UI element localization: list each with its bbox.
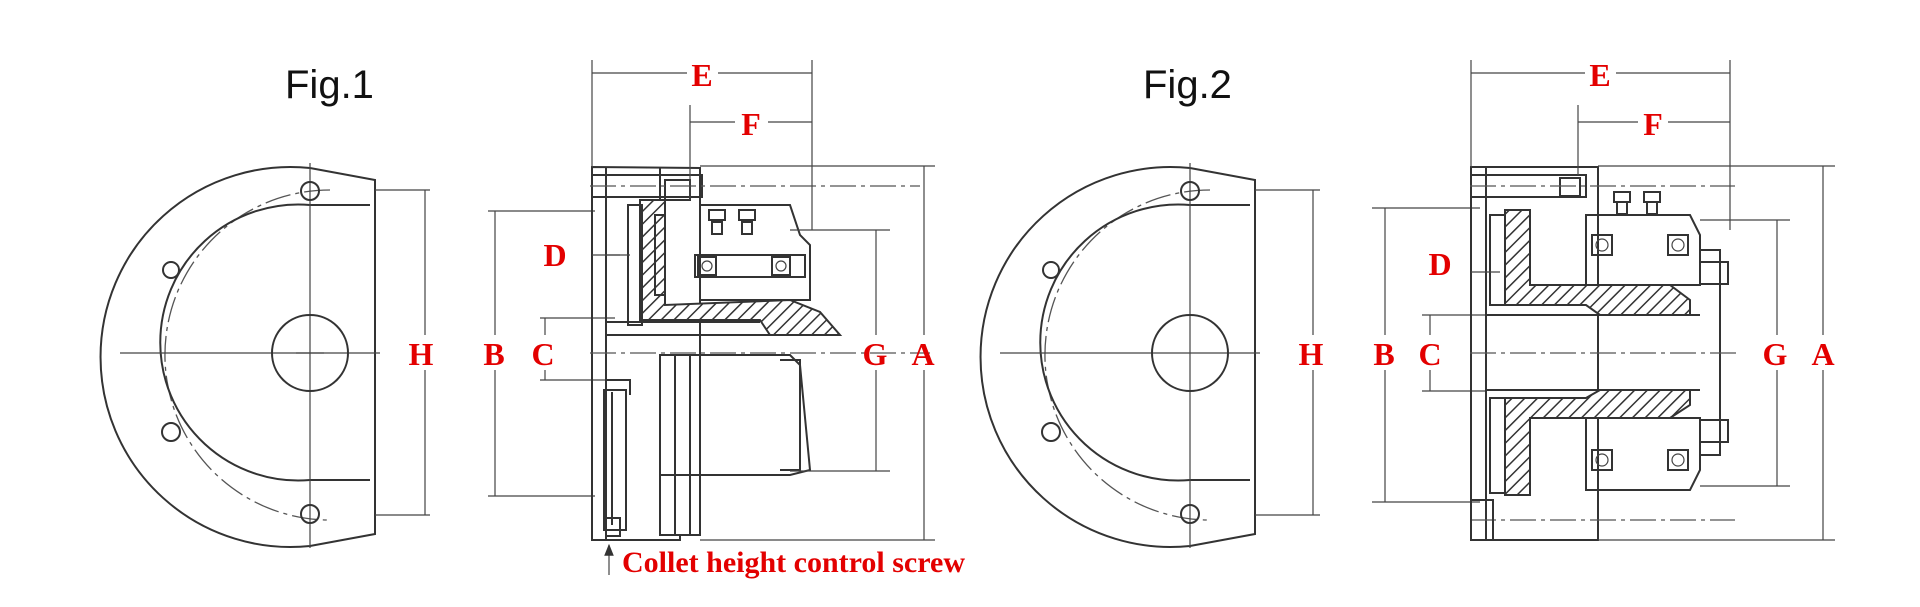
fig2-dim-E: E <box>1589 57 1610 93</box>
figure-2: Fig.2 H B C <box>979 57 1835 548</box>
fig2-dim-G: G <box>1763 336 1788 372</box>
figure-1-side-view <box>590 165 930 541</box>
fig1-dim-H: H <box>409 336 434 372</box>
fig2-dim-F: F <box>1643 106 1663 142</box>
fig1-dim-D: D <box>543 237 566 273</box>
fig2-dim-H: H <box>1299 336 1324 372</box>
figure-1: Fig.1 H B C <box>99 57 965 579</box>
figure-1-front-view <box>99 163 380 548</box>
fig2-dim-B: B <box>1373 336 1394 372</box>
fig1-dim-G: G <box>863 336 888 372</box>
fig1-dim-A: A <box>911 336 934 372</box>
figure-2-title: Fig.2 <box>1143 63 1232 107</box>
fig1-dim-B: B <box>483 336 504 372</box>
figure-1-title: Fig.1 <box>285 63 374 107</box>
figure-2-side-view <box>1470 166 1740 541</box>
collet-screw-note: Collet height control screw <box>622 546 965 579</box>
figure-2-front-view <box>979 163 1260 548</box>
fig1-dim-F: F <box>741 106 761 142</box>
fig2-dim-A: A <box>1811 336 1834 372</box>
fig2-dim-D: D <box>1428 246 1451 282</box>
fig1-dim-C: C <box>531 336 554 372</box>
fig2-dim-C: C <box>1418 336 1441 372</box>
fig1-dim-E: E <box>691 57 712 93</box>
